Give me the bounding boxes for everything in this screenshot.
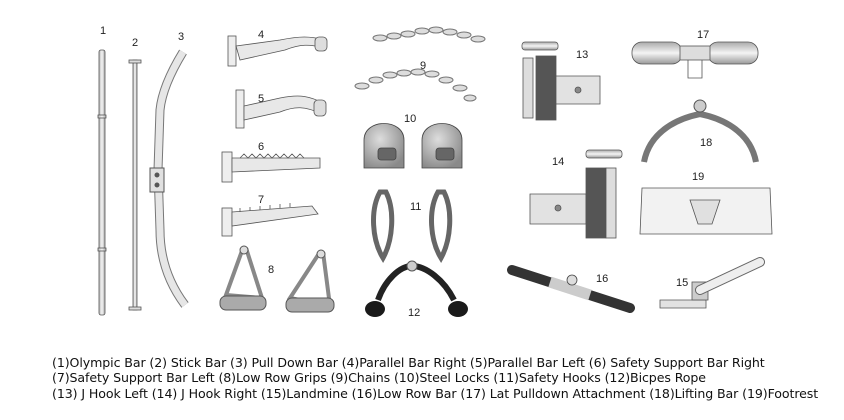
label-14: 14 [552, 156, 564, 168]
label-5: 5 [258, 93, 264, 105]
steel-locks [363, 123, 463, 169]
biceps-rope [365, 260, 468, 317]
label-10: 10 [404, 113, 416, 125]
low-row-grips [219, 245, 335, 313]
stick-bar [128, 59, 142, 311]
label-16: 16 [596, 273, 608, 285]
safety-support-bar-right [221, 151, 321, 183]
label-8: 8 [268, 264, 274, 276]
label-2: 2 [132, 37, 138, 49]
lat-pulldown-attachment [631, 41, 759, 79]
lifting-bar [641, 99, 759, 163]
label-19: 19 [692, 171, 704, 183]
chains [354, 26, 486, 102]
label-15: 15 [676, 277, 688, 289]
label-11: 11 [410, 201, 421, 213]
j-hook-left [521, 41, 601, 121]
label-6: 6 [258, 141, 264, 153]
caption-line-1: (1)Olympic Bar (2) Stick Bar (3) Pull Do… [52, 355, 765, 370]
label-12: 12 [408, 307, 420, 319]
safety-support-bar-left [221, 203, 319, 237]
footrest [639, 187, 773, 235]
pull-down-bar [149, 49, 189, 308]
parts-caption: (1)Olympic Bar (2) Stick Bar (3) Pull Do… [52, 355, 832, 401]
low-row-bar [507, 265, 635, 313]
label-9: 9 [420, 60, 426, 72]
caption-line-3: (13) J Hook Left (14) J Hook Right (15)L… [52, 385, 819, 401]
parts-diagram: 1 2 3 4 5 6 7 8 9 10 11 12 13 14 15 16 1… [97, 25, 773, 319]
label-4: 4 [258, 29, 264, 41]
label-1: 1 [100, 25, 106, 37]
label-17: 17 [697, 29, 709, 41]
parallel-bar-right [227, 35, 328, 67]
parallel-bar-left [235, 89, 327, 129]
label-3: 3 [178, 31, 184, 43]
label-7: 7 [258, 194, 264, 206]
j-hook-right [529, 149, 623, 239]
label-13: 13 [576, 49, 588, 61]
landmine [659, 257, 765, 309]
label-18: 18 [700, 137, 712, 149]
caption-line-2: (7)Safety Support Bar Left (8)Low Row Gr… [52, 370, 706, 386]
safety-hooks [371, 189, 453, 263]
olympic-bar [97, 49, 107, 316]
